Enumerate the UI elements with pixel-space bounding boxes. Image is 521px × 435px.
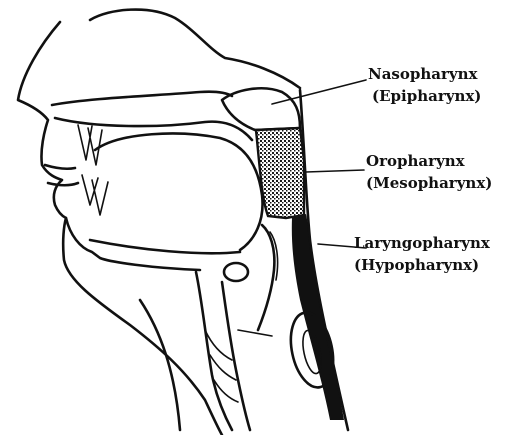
palate [55, 118, 252, 140]
laryngopharynx-label: Laryngopharynx [354, 234, 491, 252]
nasopharynx-leader-line [272, 80, 366, 104]
vocal-fold-line [238, 330, 272, 336]
tongue-base-lower [90, 240, 240, 253]
hypopharynx-label: (Hypopharynx) [354, 256, 479, 274]
face-profile-outline [18, 22, 222, 435]
nasopharynx-region [222, 88, 300, 130]
nose-outline [90, 10, 300, 88]
nasal-floor [52, 92, 232, 105]
mesopharynx-label: (Mesopharynx) [366, 174, 492, 192]
lower-teeth [82, 175, 108, 215]
larynx-anterior [196, 272, 232, 430]
hyoid-bone [224, 263, 248, 281]
oropharynx-label: Oropharynx [366, 152, 466, 170]
tongue [95, 134, 263, 250]
neck-front [140, 300, 180, 430]
mandible [66, 218, 200, 270]
upper-teeth [78, 125, 102, 165]
nasopharynx-label: Nasopharynx [368, 65, 479, 83]
oropharynx-leader-line [306, 170, 364, 172]
epipharynx-label: (Epipharynx) [372, 87, 481, 105]
epiglottis [258, 225, 274, 330]
